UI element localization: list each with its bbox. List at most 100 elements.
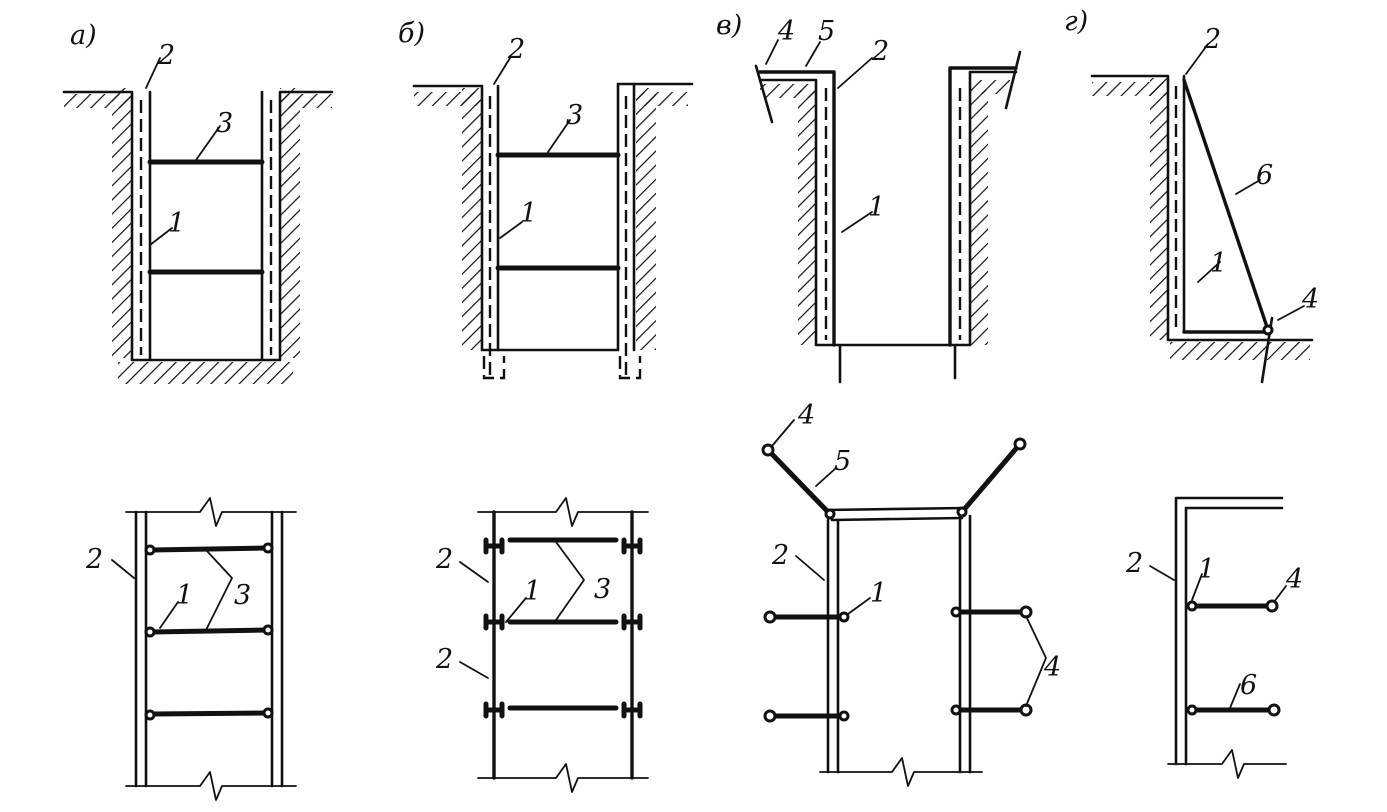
leader-line xyxy=(1235,179,1261,195)
label-2: 2 xyxy=(507,34,525,65)
leader-line xyxy=(837,57,873,89)
label-6: 6 xyxy=(1256,160,1273,191)
label-1: 1 xyxy=(1210,248,1227,279)
leader-line xyxy=(1185,43,1209,75)
leader-line xyxy=(1025,615,1047,707)
soil-hatch xyxy=(462,88,482,350)
label-4: 4 xyxy=(777,16,795,47)
panel-b-section xyxy=(412,57,694,380)
soil-hatch xyxy=(798,90,816,345)
leader-line xyxy=(805,41,821,67)
anchor-node xyxy=(1013,437,1027,451)
leader-line xyxy=(765,39,779,65)
pile-wall xyxy=(1174,496,1284,766)
panel-g-label: г) xyxy=(1064,6,1088,37)
label-1: 1 xyxy=(870,578,887,609)
leader-line xyxy=(205,549,233,631)
ground-line xyxy=(62,90,334,362)
label-2: 2 xyxy=(771,540,789,571)
leader-line xyxy=(1197,261,1221,283)
label-1: 1 xyxy=(1198,554,1215,585)
leader-line xyxy=(159,601,179,629)
wale-left xyxy=(758,70,836,347)
leader-line xyxy=(459,661,489,679)
soil-hatch xyxy=(1150,78,1168,340)
soil-hatch xyxy=(280,94,332,108)
label-5: 5 xyxy=(818,16,835,47)
strut xyxy=(149,710,269,717)
label-2: 2 xyxy=(85,544,103,575)
break-line xyxy=(819,757,983,787)
anchor-node xyxy=(763,709,777,723)
panel-a-plan xyxy=(111,497,297,801)
leader-line xyxy=(795,555,825,581)
break-line xyxy=(477,763,649,793)
leader-line xyxy=(771,419,795,447)
leader-line xyxy=(815,467,837,487)
i-beam-flange xyxy=(621,701,643,719)
bolt-node xyxy=(262,707,274,719)
anchor-node xyxy=(1265,599,1279,613)
label-2: 2 xyxy=(1203,24,1221,55)
soil-hatch xyxy=(970,80,1010,94)
label-2: 2 xyxy=(871,36,889,67)
top-frame xyxy=(830,516,964,522)
leader-line xyxy=(1229,683,1241,709)
bolt-node xyxy=(262,542,274,554)
anchor-node xyxy=(1267,703,1281,717)
top-frame xyxy=(824,506,968,512)
label-2: 2 xyxy=(1125,548,1143,579)
panel-v-section xyxy=(754,39,1022,384)
bolt-node xyxy=(1186,704,1198,716)
soil-hatch xyxy=(118,362,293,384)
soil-hatch xyxy=(760,84,816,98)
break-line xyxy=(1167,749,1287,779)
labels: а) б) в) г) 2 3 1 2 3 1 4 5 2 1 2 6 1 4 … xyxy=(70,6,1319,701)
soil-hatch xyxy=(414,92,482,106)
leader-line xyxy=(1277,305,1305,321)
panel-g-section xyxy=(1090,43,1314,384)
panel-b-label: б) xyxy=(398,18,425,49)
ground-line xyxy=(758,70,1018,347)
leader-line xyxy=(505,597,527,623)
label-2: 2 xyxy=(435,544,453,575)
guy-rod xyxy=(959,441,1023,515)
i-beam-flange xyxy=(483,613,505,631)
leader-line xyxy=(499,221,523,239)
anchor-node xyxy=(950,704,962,716)
leader-line xyxy=(1191,573,1203,601)
tie-rod xyxy=(1182,78,1270,332)
label-3: 3 xyxy=(566,100,583,131)
leader-line xyxy=(145,57,161,89)
break-line xyxy=(125,497,297,527)
label-2: 2 xyxy=(157,40,175,71)
leader-line xyxy=(555,541,585,621)
break-line xyxy=(125,771,297,801)
frame-corner xyxy=(824,508,836,520)
anchor-stake xyxy=(1004,50,1022,110)
frame-corner xyxy=(956,506,968,518)
anchor-node xyxy=(1262,324,1274,336)
i-beam-flange xyxy=(483,701,505,719)
leader-line xyxy=(847,597,871,615)
label-1: 1 xyxy=(524,576,541,607)
anchor-node xyxy=(950,606,962,618)
label-4: 4 xyxy=(797,400,815,431)
label-3: 3 xyxy=(594,574,611,605)
soil-hatch xyxy=(970,90,988,345)
panel-b-plan xyxy=(459,497,649,793)
leader-line xyxy=(547,119,571,153)
soil-hatch xyxy=(64,94,132,108)
strut xyxy=(149,627,269,635)
guy-rod xyxy=(765,447,833,517)
soil-hatch xyxy=(1170,342,1310,360)
pile-toe xyxy=(618,356,642,380)
label-1: 1 xyxy=(520,198,537,229)
bolt-node xyxy=(1186,600,1198,612)
ground-line xyxy=(412,82,694,352)
label-3: 3 xyxy=(234,580,251,611)
anchor-node xyxy=(763,610,777,624)
break-line xyxy=(477,497,649,527)
label-5: 5 xyxy=(834,446,851,477)
